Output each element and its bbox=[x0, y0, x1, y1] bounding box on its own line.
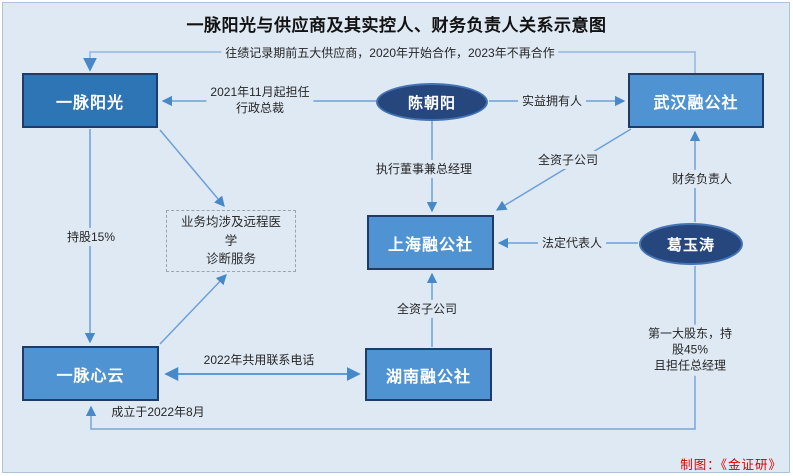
node-yimai-xinyun-label: 一脉心云 bbox=[56, 367, 125, 385]
edge-label-largest-shareholder: 第一大股东，持股45% 且担任总经理 bbox=[638, 324, 742, 376]
edge-label-legal-rep: 法定代表人 bbox=[537, 233, 607, 253]
edge-label-wholly-owned-upper: 全资子公司 bbox=[533, 150, 603, 170]
edge-label-wholly-owned-lower: 全资子公司 bbox=[392, 299, 462, 319]
edge-label-established: 成立于2022年8月 bbox=[107, 402, 209, 422]
edge-wuhan-to-shanghai bbox=[495, 128, 632, 211]
edge-xinyun-to-note bbox=[159, 274, 227, 345]
node-chen-zhaoyang-label: 陈朝阳 bbox=[407, 94, 456, 112]
node-shanghai-rong-label: 上海融公社 bbox=[387, 236, 473, 254]
node-hunan-rong: 湖南融公社 bbox=[365, 348, 492, 401]
edge-yimai-to-note bbox=[159, 129, 225, 208]
node-ge-yutao-label: 葛玉涛 bbox=[666, 236, 715, 254]
credit-text: 制图：《金证研》 bbox=[680, 458, 782, 472]
edge-label-beneficial-owner: 实益拥有人 bbox=[517, 91, 587, 111]
node-yimai-sunshine: 一脉阳光 bbox=[22, 73, 158, 128]
diagram-title: 一脉阳光与供应商及其实控人、财务负责人关系示意图 bbox=[186, 16, 607, 35]
edge-label-top-supplier: 往绩记录期前五大供应商，2020年开始合作，2023年不再合作 bbox=[221, 43, 559, 63]
edge-label-holding-15: 持股15% bbox=[62, 227, 120, 247]
node-yimai-xinyun: 一脉心云 bbox=[22, 346, 159, 401]
node-wuhan-rong-label: 武汉融公社 bbox=[653, 94, 739, 112]
node-wuhan-rong: 武汉融公社 bbox=[628, 73, 764, 128]
node-yimai-sunshine-label: 一脉阳光 bbox=[55, 94, 124, 112]
node-hunan-rong-label: 湖南融公社 bbox=[385, 368, 471, 386]
edge-label-ceo-2021: 2021年11月起担任 行政总裁 bbox=[206, 82, 314, 118]
edge-label-exec-director: 执行董事兼总经理 bbox=[371, 159, 477, 179]
edge-label-shared-phone: 2022年共用联系电话 bbox=[199, 350, 319, 370]
node-ge-yutao: 葛玉涛 bbox=[639, 223, 743, 265]
node-chen-zhaoyang: 陈朝阳 bbox=[376, 83, 488, 121]
edge-label-finance-head: 财务负责人 bbox=[667, 169, 737, 189]
node-business-note: 业务均涉及远程医学 诊断服务 bbox=[166, 210, 296, 272]
node-shanghai-rong: 上海融公社 bbox=[367, 215, 494, 270]
